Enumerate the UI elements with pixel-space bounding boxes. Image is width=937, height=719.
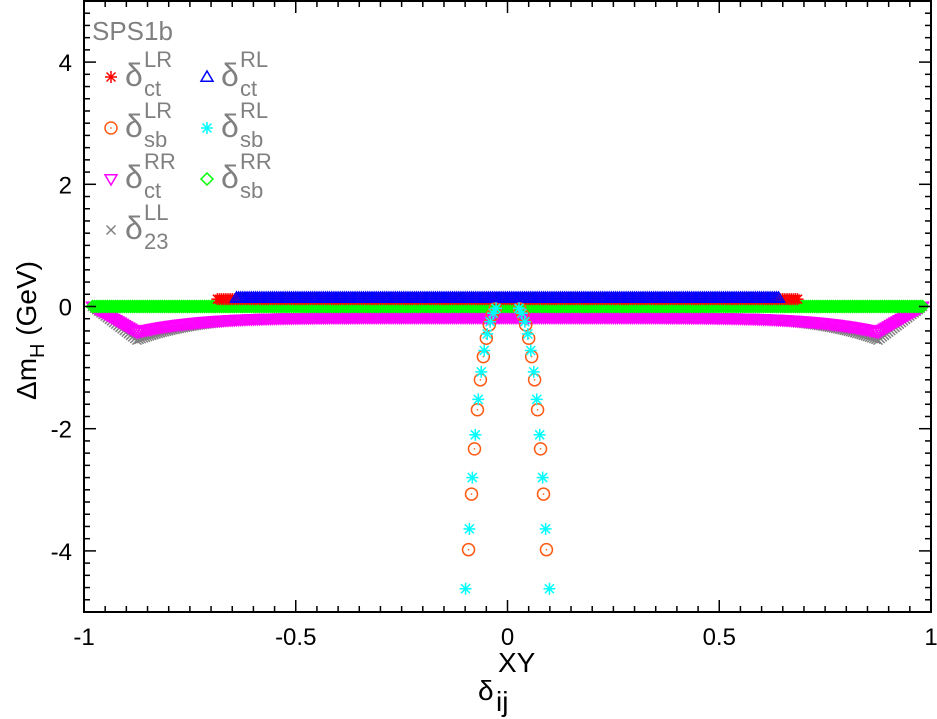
svg-text:ct: ct [144, 76, 161, 101]
svg-text:δ: δ [221, 108, 239, 144]
svg-text:δ: δ [125, 57, 143, 93]
svg-text:sb: sb [240, 178, 263, 203]
x-tick-label: 0.5 [703, 624, 736, 651]
svg-text:sb: sb [144, 127, 167, 152]
svg-text:RR: RR [144, 149, 176, 174]
svg-text:δ: δ [125, 159, 143, 195]
svg-text:sb: sb [240, 127, 263, 152]
x-tick-label: 0 [501, 624, 514, 651]
series-rl-ct [229, 290, 786, 303]
svg-text:RR: RR [240, 149, 272, 174]
circle-marker-icon [104, 121, 118, 135]
svg-text:δ: δ [125, 210, 143, 246]
diamond-marker-icon [199, 171, 215, 187]
svg-text:23: 23 [144, 229, 168, 254]
axis-tick-labels: -1 -0.5 0 0.5 1 4 2 0 -2 -4 [51, 50, 937, 651]
svg-text:LR: LR [144, 47, 172, 72]
svg-text:RL: RL [240, 47, 268, 72]
star-marker-icon [201, 122, 213, 134]
x-axis-title-sub: ij [496, 686, 508, 717]
y-axis-title-base: Δm [11, 358, 42, 400]
triangle-down-marker-icon [103, 174, 119, 187]
y-axis-title: ΔmH (GeV) [11, 261, 49, 400]
svg-text:LR: LR [144, 98, 172, 123]
y-tick-label: -4 [51, 539, 72, 566]
x-tick-label: -1 [73, 624, 94, 651]
x-tick-label: -0.5 [275, 624, 316, 651]
svg-text:RL: RL [240, 98, 268, 123]
series-rl-sb [459, 302, 556, 595]
svg-text:ct: ct [240, 76, 257, 101]
axis-ticks [83, 0, 932, 613]
y-tick-label: 0 [59, 295, 72, 322]
x-tick-label: 1 [924, 624, 937, 651]
cross-marker-icon [105, 224, 117, 236]
y-tick-label: 4 [59, 50, 72, 77]
svg-text:ΔmH (GeV): ΔmH (GeV) [11, 261, 49, 400]
x-axis-title-sup: XY [498, 647, 536, 678]
star-marker-icon [105, 71, 117, 83]
svg-text:ct: ct [144, 178, 161, 203]
svg-text:δ: δ [221, 57, 239, 93]
y-tick-label: 2 [59, 172, 72, 199]
legend-title: SPS1b [92, 16, 173, 46]
y-axis-title-rest: (GeV) [11, 261, 42, 343]
y-axis-title-sub: H [27, 344, 49, 358]
data-markers [85, 290, 930, 595]
svg-text:δ: δ [125, 108, 143, 144]
x-axis-title: δ ij XY [478, 647, 536, 717]
svg-text:δ: δ [221, 159, 239, 195]
svg-text:LL: LL [144, 200, 168, 225]
triangle-up-marker-icon [199, 69, 215, 82]
y-tick-label: -2 [51, 417, 72, 444]
x-axis-title-base: δ [478, 675, 494, 706]
